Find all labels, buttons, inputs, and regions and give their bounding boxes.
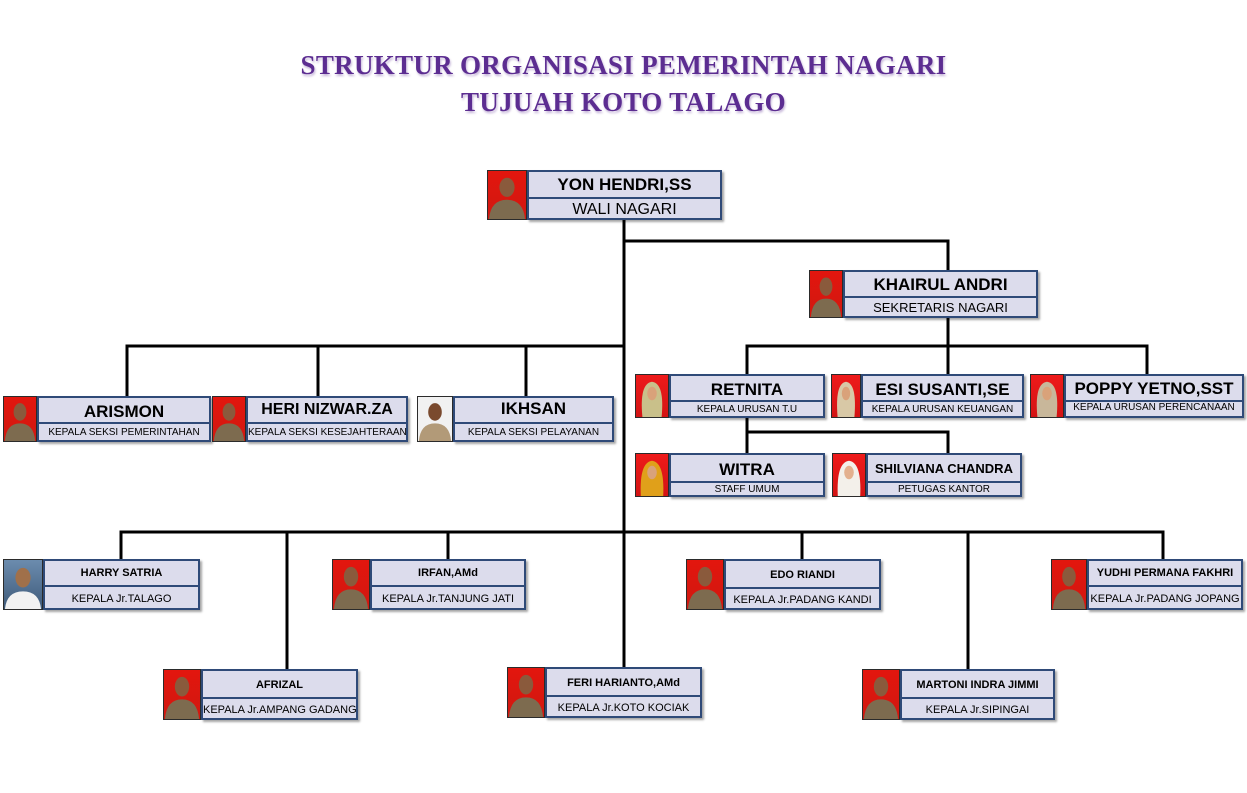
person-role: KEPALA Jr.TANJUNG JATI [372, 585, 524, 610]
person-photo [507, 667, 545, 718]
person-name: ARISMON [83, 402, 165, 421]
info-box: HERI NIZWAR.ZA KEPALA SEKSI KESEJAHTERAA… [246, 396, 408, 442]
info-box: KHAIRUL ANDRI SEKRETARIS NAGARI [843, 270, 1038, 318]
person-role: KEPALA URUSAN T.U [671, 400, 823, 418]
person-role: KEPALA Jr.SIPINGAI [902, 697, 1053, 720]
person-photo [831, 374, 861, 418]
person-role: KEPALA URUSAN PERENCANAAN [1066, 400, 1242, 418]
person-photo [635, 453, 669, 497]
person-photo [832, 453, 866, 497]
person-role: KEPALA Jr.KOTO KOCIAK [547, 695, 700, 718]
person-name: IRFAN,AMd [418, 567, 478, 579]
person-name: MARTONI INDRA JIMMI [916, 679, 1039, 691]
person-photo [686, 559, 724, 610]
person-role: KEPALA SEKSI PEMERINTAHAN [39, 422, 209, 442]
person-name: FERI HARIANTO,AMd [567, 677, 680, 689]
info-box: SHILVIANA CHANDRA PETUGAS KANTOR [866, 453, 1022, 497]
info-box: RETNITA KEPALA URUSAN T.U [669, 374, 825, 418]
person-photo [862, 669, 900, 720]
person-role: STAFF UMUM [671, 481, 823, 497]
person-name: HARRY SATRIA [80, 567, 163, 579]
person-name: WITRA [719, 460, 775, 479]
info-box: HARRY SATRIA KEPALA Jr.TALAGO [43, 559, 200, 610]
person-name: YUDHI PERMANA FAKHRI [1096, 567, 1234, 579]
info-box: AFRIZAL KEPALA Jr.AMPANG GADANG [201, 669, 358, 720]
person-role: KEPALA SEKSI KESEJAHTERAAN [248, 422, 406, 442]
person-photo [163, 669, 201, 720]
info-box: YUDHI PERMANA FAKHRI KEPALA Jr.PADANG JO… [1087, 559, 1243, 610]
info-box: YON HENDRI,SS WALI NAGARI [527, 170, 722, 220]
info-box: FERI HARIANTO,AMd KEPALA Jr.KOTO KOCIAK [545, 667, 702, 718]
person-photo [635, 374, 669, 418]
person-name: HERI NIZWAR.ZA [261, 401, 393, 418]
person-name: ESI SUSANTI,SE [875, 380, 1010, 399]
person-name: RETNITA [710, 380, 784, 399]
person-photo [417, 396, 453, 442]
person-name: AFRIZAL [255, 679, 304, 691]
person-name: SHILVIANA CHANDRA [875, 461, 1013, 476]
person-role: KEPALA Jr.TALAGO [45, 585, 198, 610]
person-name: EDO RIANDI [770, 569, 835, 581]
person-role: SEKRETARIS NAGARI [845, 296, 1036, 318]
person-name: IKHSAN [500, 399, 567, 418]
person-photo [809, 270, 843, 318]
person-name: KHAIRUL ANDRI [873, 275, 1008, 294]
person-photo [1051, 559, 1087, 610]
person-role: KEPALA Jr.AMPANG GADANG [203, 697, 356, 720]
person-photo [1030, 374, 1064, 418]
info-box: WITRA STAFF UMUM [669, 453, 825, 497]
person-photo [3, 396, 37, 442]
info-box: ESI SUSANTI,SE KEPALA URUSAN KEUANGAN [861, 374, 1024, 418]
person-name: POPPY YETNO,SST [1074, 379, 1234, 398]
info-box: EDO RIANDI KEPALA Jr.PADANG KANDI [724, 559, 881, 610]
info-box: IKHSAN KEPALA SEKSI PELAYANAN [453, 396, 614, 442]
person-role: KEPALA URUSAN KEUANGAN [863, 400, 1022, 418]
chart-title-line1: STRUKTUR ORGANISASI PEMERINTAH NAGARI [300, 50, 947, 80]
person-photo [212, 396, 246, 442]
info-box: ARISMON KEPALA SEKSI PEMERINTAHAN [37, 396, 211, 442]
person-role: KEPALA SEKSI PELAYANAN [455, 422, 612, 442]
person-role: WALI NAGARI [529, 197, 720, 220]
person-photo [487, 170, 527, 220]
person-role: KEPALA Jr.PADANG JOPANG [1089, 585, 1241, 610]
person-photo [332, 559, 370, 610]
person-photo [3, 559, 43, 610]
person-role: KEPALA Jr.PADANG KANDI [726, 587, 879, 610]
info-box: POPPY YETNO,SST KEPALA URUSAN PERENCANAA… [1064, 374, 1244, 418]
person-role: PETUGAS KANTOR [868, 481, 1020, 497]
person-name: YON HENDRI,SS [557, 175, 692, 194]
chart-title-line2: TUJUAH KOTO TALAGO [461, 87, 786, 117]
info-box: IRFAN,AMd KEPALA Jr.TANJUNG JATI [370, 559, 526, 610]
info-box: MARTONI INDRA JIMMI KEPALA Jr.SIPINGAI [900, 669, 1055, 720]
